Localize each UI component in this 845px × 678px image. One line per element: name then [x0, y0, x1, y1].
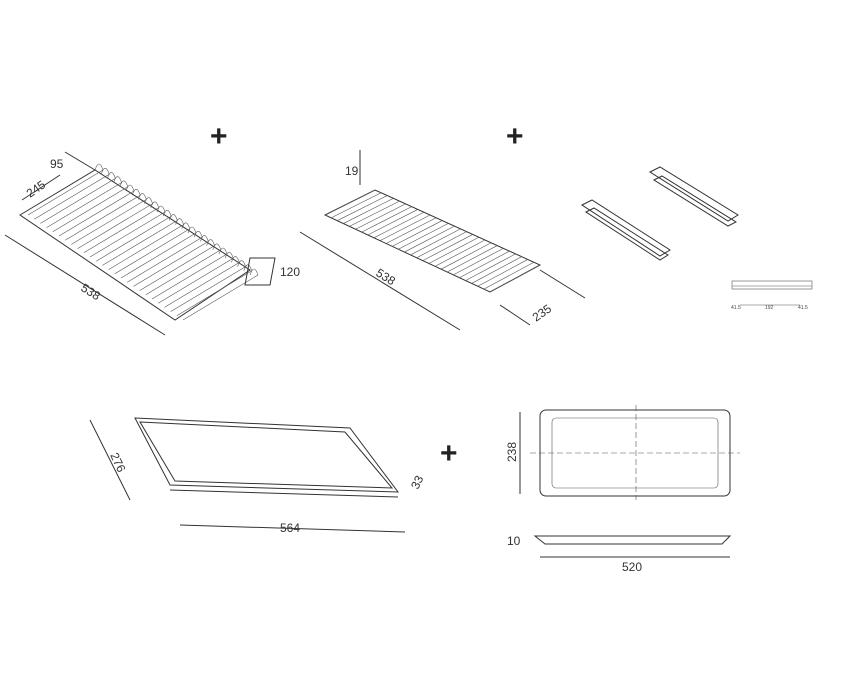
- rack-wire: [355, 203, 406, 230]
- dim-depth: 276: [107, 450, 128, 474]
- dim-height: 33: [408, 473, 426, 491]
- plate-wire: [108, 218, 184, 270]
- dim-side: 120: [280, 265, 300, 279]
- plate-wire: [170, 260, 246, 312]
- plate-wire: [114, 222, 191, 275]
- plate-wire: [83, 201, 160, 254]
- plate-wire: [102, 214, 178, 266]
- plate-wire: [77, 197, 153, 249]
- dim-depth: 238: [505, 442, 519, 462]
- brackets-drawing: 192 41.5 41.5: [580, 166, 813, 311]
- dim-height: 10: [507, 534, 521, 548]
- plus-sign: +: [440, 437, 458, 470]
- rack-wire: [416, 231, 467, 259]
- rack-wire: [385, 217, 437, 244]
- rack-wire: [428, 236, 480, 264]
- bowl-rack-drawing: 19 538 235: [299, 150, 586, 331]
- plate-wire: [71, 193, 147, 245]
- plate-wire: [133, 235, 209, 287]
- rack-wire: [459, 250, 510, 279]
- rack-wire: [379, 214, 431, 241]
- rack-wire: [404, 225, 455, 253]
- plate-wire: [158, 251, 234, 304]
- rack-wire: [471, 256, 522, 284]
- rack-wire: [410, 228, 461, 256]
- rack-wire: [483, 261, 535, 290]
- plate-wire: [58, 184, 135, 237]
- plate-wire: [176, 264, 253, 317]
- rack-wire: [392, 220, 443, 247]
- dim-height: 19: [345, 164, 359, 178]
- rack-wire: [447, 245, 498, 273]
- rack-wire: [453, 248, 504, 276]
- plus-sign: +: [210, 120, 228, 153]
- dim-margin-right: 41.5: [798, 305, 808, 311]
- rack-wire: [434, 239, 486, 267]
- plate-wire: [127, 230, 203, 283]
- rack-wire: [330, 192, 382, 219]
- dim-depth: 235: [530, 301, 555, 324]
- rack-wire: [465, 253, 516, 281]
- rack-wire: [343, 198, 394, 224]
- plate-wire: [89, 205, 166, 258]
- dim-length: 520: [622, 560, 642, 574]
- plate-wire: [65, 188, 141, 241]
- rack-wire: [337, 195, 388, 221]
- tray-drawing: 238 520 10: [505, 405, 740, 574]
- plate-wire: [164, 256, 240, 308]
- rack-wire: [373, 211, 425, 239]
- rack-wire: [361, 206, 412, 233]
- dim-length: 538: [78, 281, 103, 304]
- rack-wire: [398, 223, 449, 250]
- plate-wire: [139, 239, 215, 291]
- plate-wire: [46, 176, 122, 228]
- frame-drawing: 276 564 33: [89, 417, 426, 535]
- rack-wire: [422, 234, 473, 261]
- plate-wire: [145, 243, 222, 296]
- rack-wire: [489, 264, 541, 293]
- rack-wire: [349, 200, 400, 227]
- plate-wire: [34, 167, 110, 220]
- plus-sign: +: [506, 120, 524, 153]
- plate-wire: [151, 247, 228, 300]
- rack-wire: [477, 259, 528, 287]
- rack-wire: [367, 209, 418, 236]
- plate-wire: [96, 209, 172, 262]
- dim-margin-left: 41.5: [731, 305, 741, 311]
- dim-length: 538: [373, 266, 398, 289]
- dish-rack-drawing: 95 245 538 120: [4, 151, 300, 336]
- dim-height: 95: [50, 157, 64, 171]
- dim-width: 192: [765, 305, 774, 311]
- rack-wire: [324, 189, 376, 216]
- dim-length: 564: [280, 521, 300, 535]
- plate-wire: [120, 226, 197, 279]
- plate-wire: [182, 268, 259, 321]
- rack-wire: [440, 242, 492, 270]
